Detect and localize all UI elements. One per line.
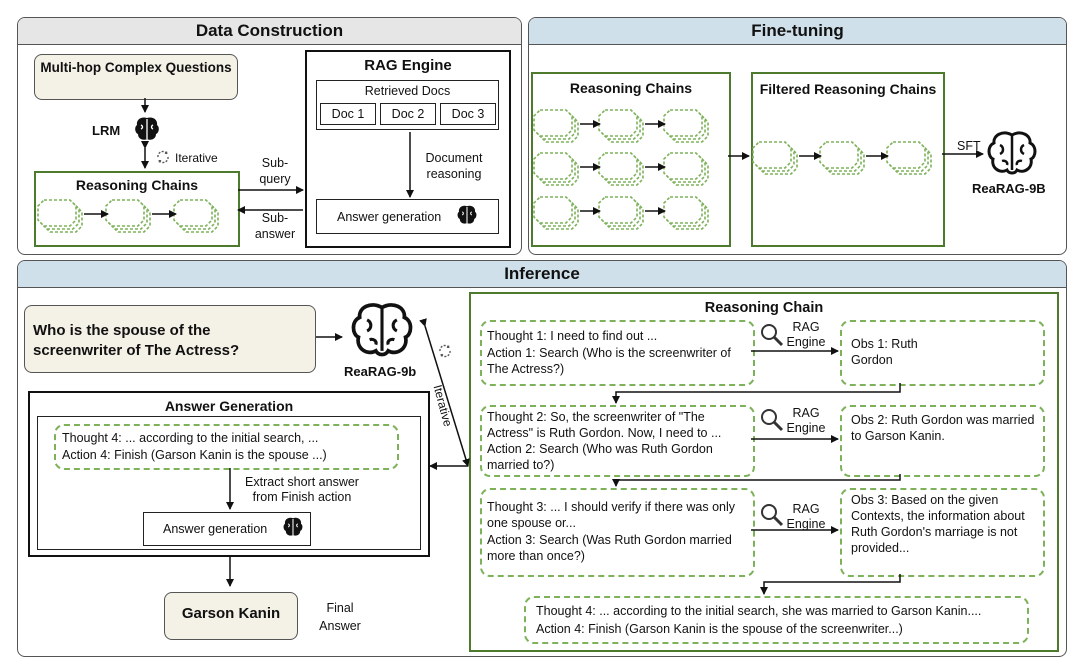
rag-engine-title: RAG Engine xyxy=(364,57,452,74)
thought4-short: Thought 4: ... according to the initial … xyxy=(62,431,319,445)
sub-answer-label: Sub-answer xyxy=(254,211,296,241)
chain-node-glyph xyxy=(663,109,709,143)
data-construction-title: Data Construction xyxy=(18,18,521,45)
magnifier-icon xyxy=(760,323,784,347)
doc-2: Doc 2 xyxy=(380,103,436,125)
doc-1: Doc 1 xyxy=(320,103,376,125)
multihop-question-box: Multi-hop Complex Questions xyxy=(34,54,238,100)
doc-3-label: Doc 3 xyxy=(451,107,485,121)
sub-query-label: Sub-query xyxy=(259,156,291,186)
rag-engine-label-1: RAG Engine xyxy=(786,320,826,349)
iterative-label: Iterative xyxy=(175,151,218,165)
chain-node-glyph xyxy=(598,109,644,143)
step-1-thought: Thought 1: I need to find out ... xyxy=(487,329,658,343)
obs1-to-step2-arrow xyxy=(612,383,901,404)
step-3-box: Thought 3: ... I should verify if there … xyxy=(480,488,755,577)
final-answer-label: Final Answer xyxy=(319,601,361,633)
inference-answer-generation-box: Answer generation xyxy=(143,512,311,546)
multihop-question-text: Multi-hop Complex Questions xyxy=(40,60,232,75)
chain-node-glyph xyxy=(533,196,579,230)
step-2-thought: Thought 2: So, the screenwriter of "The … xyxy=(487,410,722,440)
obs-1-text: Obs 1: Ruth Gordon xyxy=(851,337,918,367)
lrm-label: LRM xyxy=(92,123,121,138)
doc-2-label: Doc 2 xyxy=(391,107,425,121)
doc-3: Doc 3 xyxy=(440,103,496,125)
rag-engine-label-2: RAG Engine xyxy=(786,406,826,435)
step-2-box: Thought 2: So, the screenwriter of "The … xyxy=(480,405,755,477)
step-1-box: Thought 1: I need to find out ... Action… xyxy=(480,320,755,386)
rearag-9b-label: ReaRAG-9B xyxy=(972,181,1046,196)
extract-note: Extract short answer from Finish action xyxy=(245,475,359,504)
question-box: Who is the spouse of the screenwriter of… xyxy=(24,305,316,373)
obs3-to-step4-arrow xyxy=(760,574,901,595)
brain-icon xyxy=(132,114,162,144)
chain-node-glyph xyxy=(663,152,709,186)
brain-icon xyxy=(281,515,305,539)
answer-generation-inner xyxy=(37,416,421,550)
chain-node-glyph xyxy=(598,152,644,186)
brain-icon xyxy=(455,203,479,227)
iterative-arrow xyxy=(419,318,470,467)
chain-node-glyph xyxy=(533,109,579,143)
reasoning-chains-title: Reasoning Chains xyxy=(75,177,199,193)
question-text: Who is the spouse of the screenwriter of… xyxy=(33,322,240,359)
obs-3-text: Obs 3: Based on the given Contexts, the … xyxy=(851,493,1025,555)
chain-node-glyph xyxy=(533,152,579,186)
obs-2-text: Obs 2: Ruth Gordon was married to Garson… xyxy=(851,413,1035,443)
chain-node-glyph xyxy=(663,196,709,230)
obs2-to-step3-arrow xyxy=(612,474,901,487)
chain-node-glyph xyxy=(819,141,865,175)
brain-icon xyxy=(344,300,420,362)
inference-answer-generation-label: Answer generation xyxy=(163,522,268,536)
filtered-chains-title: Filtered Reasoning Chains xyxy=(759,81,937,97)
step-4-action: Action 4: Finish (Garson Kanin is the sp… xyxy=(536,622,903,636)
rearag-9b-inference-label: ReaRAG-9b xyxy=(344,364,417,379)
step-4-thought: Thought 4: ... according to the initial … xyxy=(536,604,982,618)
obs-1-box: Obs 1: Ruth Gordon xyxy=(840,320,1045,386)
sft-label: SFT xyxy=(957,139,981,153)
chain-node-glyph xyxy=(37,199,83,233)
step-3-action: Action 3: Search (Was Ruth Gordon marrie… xyxy=(487,533,732,563)
magnifier-icon xyxy=(760,408,784,432)
step-4-box: Thought 4: ... according to the initial … xyxy=(524,596,1029,644)
rag-answer-generation-label: Answer generation xyxy=(337,210,442,224)
refresh-icon xyxy=(155,149,171,165)
obs-2-box: Obs 2: Ruth Gordon was married to Garson… xyxy=(840,405,1045,477)
document-reasoning-label: Document reasoning xyxy=(425,151,483,181)
magnifier-icon xyxy=(760,503,784,527)
fine-tuning-title: Fine-tuning xyxy=(529,18,1066,45)
brain-icon xyxy=(985,129,1039,179)
doc-1-label: Doc 1 xyxy=(331,107,365,121)
action4-short: Action 4: Finish (Garson Kanin is the sp… xyxy=(62,448,327,462)
step-3-thought: Thought 3: ... I should verify if there … xyxy=(487,500,736,530)
inference-title: Inference xyxy=(18,261,1066,288)
reasoning-chain-title: Reasoning Chain xyxy=(704,300,824,316)
chain-node-glyph xyxy=(105,199,151,233)
answer-generation-title: Answer Generation xyxy=(164,398,294,414)
final-answer-box: Garson Kanin xyxy=(164,592,298,640)
obs-3-box: Obs 3: Based on the given Contexts, the … xyxy=(840,488,1045,577)
chain-node-glyph xyxy=(886,141,932,175)
chain-node-glyph xyxy=(752,141,798,175)
chain-node-glyph xyxy=(173,199,219,233)
chain-node-glyph xyxy=(598,196,644,230)
final-answer-text: Garson Kanin xyxy=(181,605,281,622)
retrieved-docs-label: Retrieved Docs xyxy=(364,84,451,98)
step-1-action: Action 1: Search (Who is the screenwrite… xyxy=(487,346,731,376)
ft-reasoning-chains-title: Reasoning Chains xyxy=(569,80,693,96)
rag-engine-label-3: RAG Engine xyxy=(786,502,826,531)
step-2-action: Action 2: Search (Who was Ruth Gordon ma… xyxy=(487,442,713,472)
final-step-short-box: Thought 4: ... according to the initial … xyxy=(54,424,399,470)
